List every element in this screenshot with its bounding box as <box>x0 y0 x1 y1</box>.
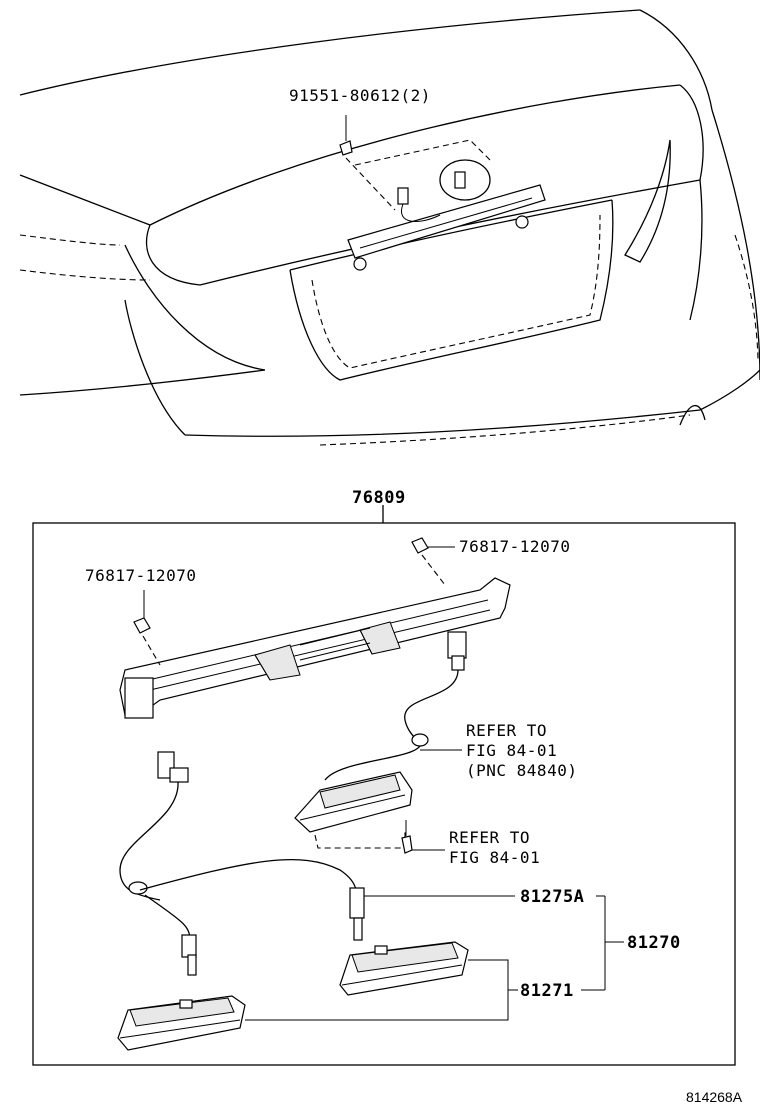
socket-harness <box>119 751 365 976</box>
label-screw-top: 91551-80612(2) <box>289 86 431 105</box>
label-refer-1-line2: FIG 84-01 <box>466 741 557 760</box>
car-rear-illustration <box>19 9 760 446</box>
license-lamp <box>294 771 413 854</box>
label-refer-2-line1: REFER TO <box>449 828 530 847</box>
label-socket: 81275A <box>520 887 584 907</box>
clip-right <box>411 537 446 586</box>
bracket-part <box>119 577 511 719</box>
lamp-harness-upper <box>324 631 467 781</box>
label-refer-2-line2: FIG 84-01 <box>449 848 540 867</box>
label-refer-1-line1: REFER TO <box>466 721 547 740</box>
lens-right <box>339 941 469 996</box>
label-lamp-assy: 81270 <box>627 933 681 953</box>
assembly-frame <box>32 522 736 1066</box>
label-assembly: 76809 <box>352 488 406 508</box>
label-lens: 81271 <box>520 981 574 1001</box>
leader-lines <box>245 546 624 1021</box>
label-refer-1-line3: (PNC 84840) <box>466 761 577 780</box>
clip-left <box>133 590 161 666</box>
label-clip-left: 76817-12070 <box>85 566 196 585</box>
lens-left <box>117 995 246 1051</box>
figure-id: 814268A <box>686 1089 743 1105</box>
label-clip-right: 76817-12070 <box>459 537 570 556</box>
